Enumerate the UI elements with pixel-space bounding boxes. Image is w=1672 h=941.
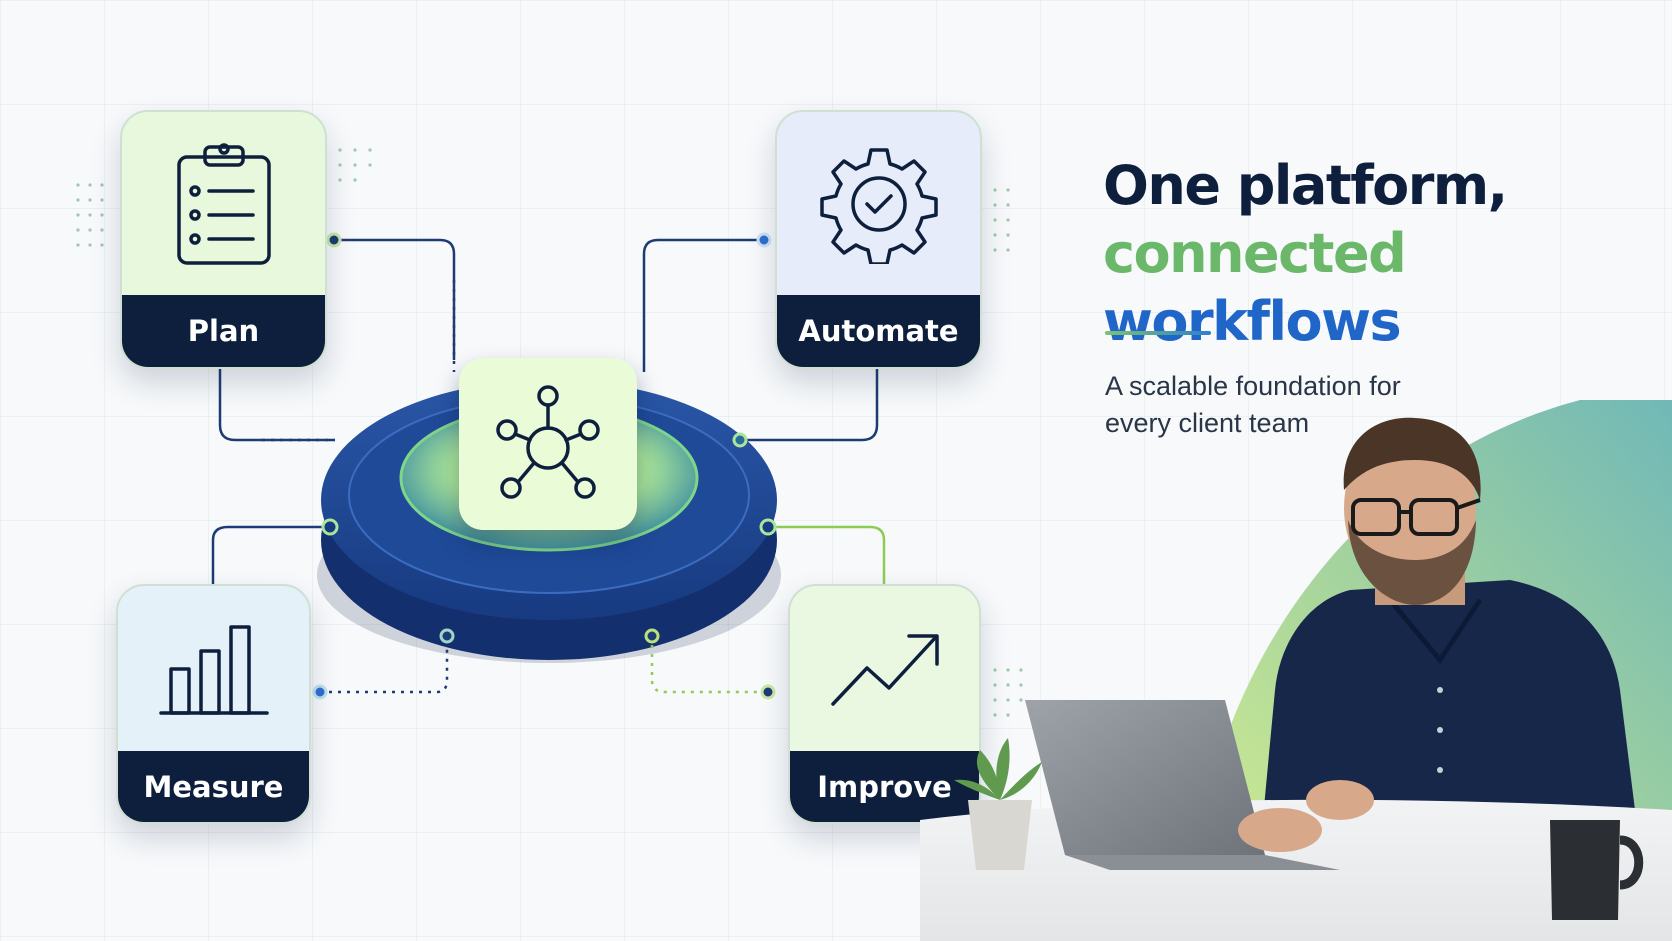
trend-up-arrow-icon (830, 633, 939, 706)
headline-line2: connected workflows (1103, 220, 1663, 356)
subtitle: A scalable foundation for every client t… (1105, 371, 1401, 438)
headline-workflows: workflows (1103, 290, 1402, 353)
clipboard-checklist-icon (176, 142, 271, 265)
person-with-laptop-image (920, 400, 1672, 941)
bar-chart-icon (158, 624, 269, 715)
headline: One platform, connected workflows (1103, 152, 1663, 356)
network-hub-icon (496, 385, 600, 499)
hub-tile[interactable] (459, 358, 637, 530)
measure-card[interactable]: Measure (116, 584, 311, 824)
headline-line1: One platform, (1103, 154, 1508, 217)
automate-card[interactable]: Automate (775, 110, 982, 369)
accent-divider (1105, 331, 1211, 335)
dot-pattern (76, 148, 1023, 717)
measure-label: Measure (118, 751, 309, 822)
connector-nodes (312, 232, 777, 700)
improve-label: Improve (790, 751, 979, 822)
plan-card[interactable]: Plan (120, 110, 327, 369)
connector-lines (211, 238, 886, 694)
gear-check-icon (819, 147, 938, 264)
headline-connected: connected (1103, 222, 1407, 285)
plan-label: Plan (122, 295, 325, 367)
improve-card[interactable]: Improve (788, 584, 981, 824)
automate-label: Automate (777, 295, 980, 367)
